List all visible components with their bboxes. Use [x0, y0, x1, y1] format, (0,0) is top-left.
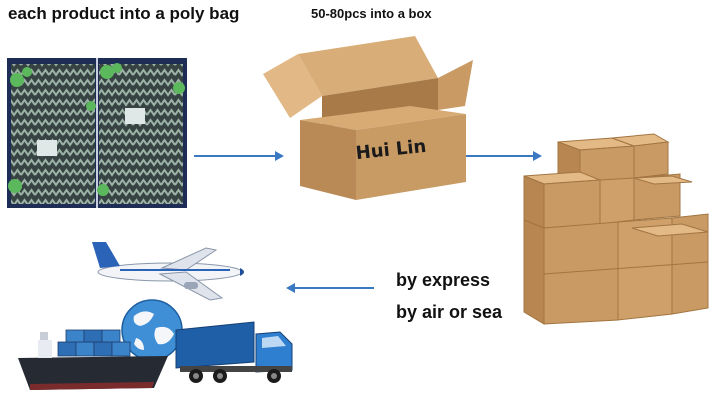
cargo-ship-icon: [18, 329, 168, 390]
open-carton-box: Hui Lin: [263, 36, 473, 200]
poly-bag-products-photo: [7, 58, 187, 208]
truck-icon: [175, 321, 293, 383]
arrow-left-icon: [286, 283, 374, 293]
arrow-right-icon: [456, 151, 542, 161]
caption-by-air-or-sea: by air or sea: [396, 302, 503, 322]
caption-box-quantity: 50-80pcs into a box: [311, 6, 432, 21]
caption-poly-bag: each product into a poly bag: [8, 4, 240, 23]
arrow-right-icon: [194, 151, 284, 161]
caption-by-express: by express: [396, 270, 491, 290]
airplane-icon: [92, 242, 244, 301]
globe-icon: [121, 299, 183, 361]
stacked-cartons: [523, 133, 709, 325]
